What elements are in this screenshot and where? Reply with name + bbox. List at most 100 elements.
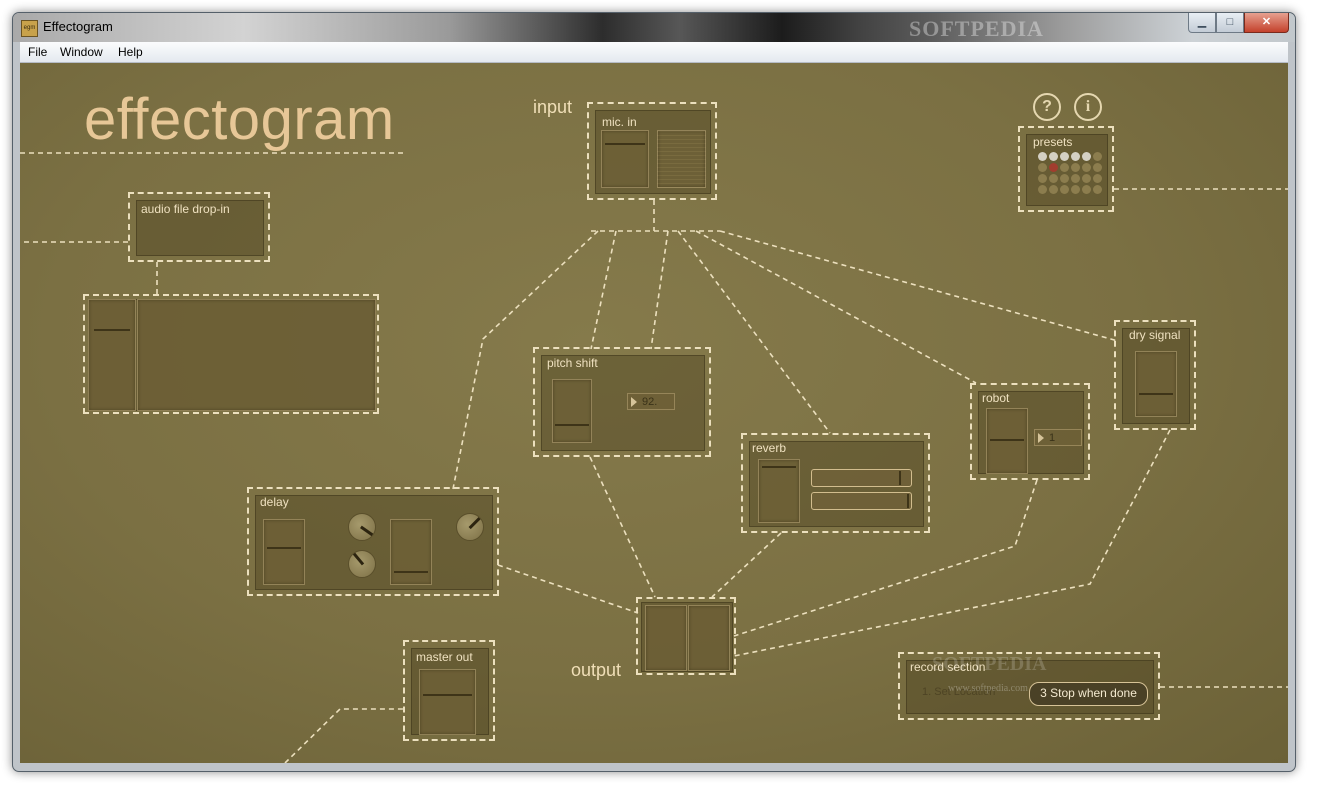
- reverb-room-thumb: [899, 471, 901, 485]
- file-volume-slider[interactable]: [88, 299, 136, 411]
- softpedia-watermark: SOFTPEDIA: [932, 653, 1047, 675]
- dry-signal-module[interactable]: dry signal: [1114, 320, 1196, 430]
- wire-to-delay: [452, 230, 599, 490]
- master-out-module[interactable]: master out: [403, 640, 495, 741]
- file-player-module: [83, 294, 379, 414]
- menu-bar: File Window Help: [20, 42, 1288, 63]
- pitch-shift-slider[interactable]: [552, 379, 592, 443]
- app-icon: egm: [21, 20, 38, 37]
- delay-mix-slider[interactable]: [263, 519, 305, 585]
- output-meter-right: [688, 605, 730, 671]
- robot-label: robot: [982, 391, 1010, 405]
- preset-slot[interactable]: [1060, 163, 1069, 172]
- record-module: record section 1. Set Location 3 Stop wh…: [898, 652, 1160, 720]
- preset-slot[interactable]: [1060, 185, 1069, 194]
- patch-wires: [20, 152, 1288, 763]
- reverb-room-slider[interactable]: [811, 469, 912, 487]
- reverb-damp-thumb: [907, 494, 909, 508]
- preset-slot[interactable]: [1082, 185, 1091, 194]
- output-label: output: [571, 660, 622, 680]
- robot-mix-slider[interactable]: [986, 408, 1028, 474]
- presets-label: presets: [1033, 135, 1073, 149]
- preset-slot[interactable]: [1038, 174, 1047, 183]
- reverb-module[interactable]: reverb: [741, 433, 930, 533]
- window-title: Effectogram: [43, 19, 113, 34]
- wire-delay-out: [497, 564, 639, 614]
- delay-feedback-needle: [352, 552, 365, 566]
- preset-slot[interactable]: [1082, 163, 1091, 172]
- preset-slot[interactable]: [1038, 185, 1047, 194]
- robot-value[interactable]: 1: [1034, 429, 1082, 446]
- preset-slot[interactable]: [1060, 152, 1069, 161]
- input-label: input: [533, 97, 573, 117]
- delay-tone-knob[interactable]: [456, 513, 484, 541]
- preset-slot[interactable]: [1093, 174, 1102, 183]
- reverb-damp-slider[interactable]: [811, 492, 912, 510]
- preset-slot[interactable]: [1082, 152, 1091, 161]
- preset-slot[interactable]: [1038, 152, 1047, 161]
- preset-slot[interactable]: [1082, 174, 1091, 183]
- audio-drop-module[interactable]: audio file drop-in: [128, 192, 270, 262]
- pitch-shift-module[interactable]: pitch shift 92.: [533, 347, 711, 457]
- preset-slot[interactable]: [1060, 174, 1069, 183]
- robot-mix-level: [990, 439, 1024, 441]
- info-icon[interactable]: i: [1074, 93, 1102, 121]
- pitch-shift-number: 92.: [642, 396, 658, 408]
- delay-time-knob[interactable]: [348, 513, 376, 541]
- menu-file[interactable]: File: [28, 45, 48, 59]
- preset-slot[interactable]: [1049, 174, 1058, 183]
- wire-to-pitch: [590, 230, 617, 350]
- pitch-shift-level: [555, 424, 589, 426]
- preset-slot[interactable]: [1071, 163, 1080, 172]
- delay-module[interactable]: delay: [247, 487, 499, 596]
- preset-slot[interactable]: [1049, 185, 1058, 194]
- wire-to-dry: [719, 230, 1119, 342]
- delay-feedback-knob[interactable]: [348, 550, 376, 578]
- minimize-button[interactable]: ▁: [1188, 13, 1216, 33]
- preset-slot[interactable]: [1071, 185, 1080, 194]
- mic-level-line: [605, 143, 645, 145]
- maximize-button[interactable]: □: [1216, 13, 1244, 33]
- close-button[interactable]: ✕: [1244, 13, 1289, 33]
- stop-when-done-button[interactable]: 3 Stop when done: [1029, 682, 1148, 706]
- help-icon[interactable]: ?: [1033, 93, 1061, 121]
- reverb-label: reverb: [752, 441, 787, 455]
- wire-dry-out: [733, 429, 1171, 657]
- pitch-shift-value[interactable]: 92.: [627, 393, 675, 410]
- robot-module[interactable]: robot 1: [970, 383, 1090, 480]
- delay-label: delay: [260, 495, 289, 509]
- presets-module[interactable]: presets: [1018, 126, 1114, 212]
- mic-level-display: [657, 130, 706, 188]
- menu-help[interactable]: Help: [118, 45, 143, 59]
- preset-slot[interactable]: [1049, 152, 1058, 161]
- preset-slot[interactable]: [1038, 163, 1047, 172]
- preset-slot[interactable]: [1071, 152, 1080, 161]
- preset-slot[interactable]: [1093, 185, 1102, 194]
- waveform-display[interactable]: [137, 299, 376, 411]
- wire-pitch-out: [589, 456, 656, 598]
- delay-level-slider[interactable]: [390, 519, 432, 585]
- preset-grid: [1038, 152, 1102, 194]
- audio-drop-label: audio file drop-in: [141, 202, 230, 216]
- preset-slot[interactable]: [1093, 163, 1102, 172]
- file-volume-line: [94, 329, 130, 331]
- reverb-mix-slider[interactable]: [758, 459, 800, 523]
- menu-window[interactable]: Window: [60, 45, 103, 59]
- mic-in-label: mic. in: [602, 115, 637, 129]
- delay-time-needle: [360, 525, 374, 537]
- preset-slot[interactable]: [1093, 152, 1102, 161]
- window-controls: ▁ □ ✕: [1188, 13, 1289, 33]
- dry-signal-slider[interactable]: [1135, 351, 1177, 417]
- audio-drop-panel: [136, 200, 264, 256]
- set-location-step[interactable]: 1. Set Location: [922, 686, 996, 698]
- dry-signal-level: [1139, 393, 1173, 395]
- preset-slot-active[interactable]: [1049, 163, 1058, 172]
- master-out-slider[interactable]: [419, 669, 476, 735]
- delay-mix-level: [267, 547, 301, 549]
- softpedia-url: www.softpedia.com: [948, 683, 1028, 694]
- play-icon: [631, 397, 637, 407]
- preset-slot[interactable]: [1071, 174, 1080, 183]
- app-window: egm Effectogram SOFTPEDIA ▁ □ ✕ File Win…: [12, 12, 1296, 772]
- mic-in-module[interactable]: mic. in: [587, 102, 717, 200]
- mic-level-meter[interactable]: [601, 130, 649, 188]
